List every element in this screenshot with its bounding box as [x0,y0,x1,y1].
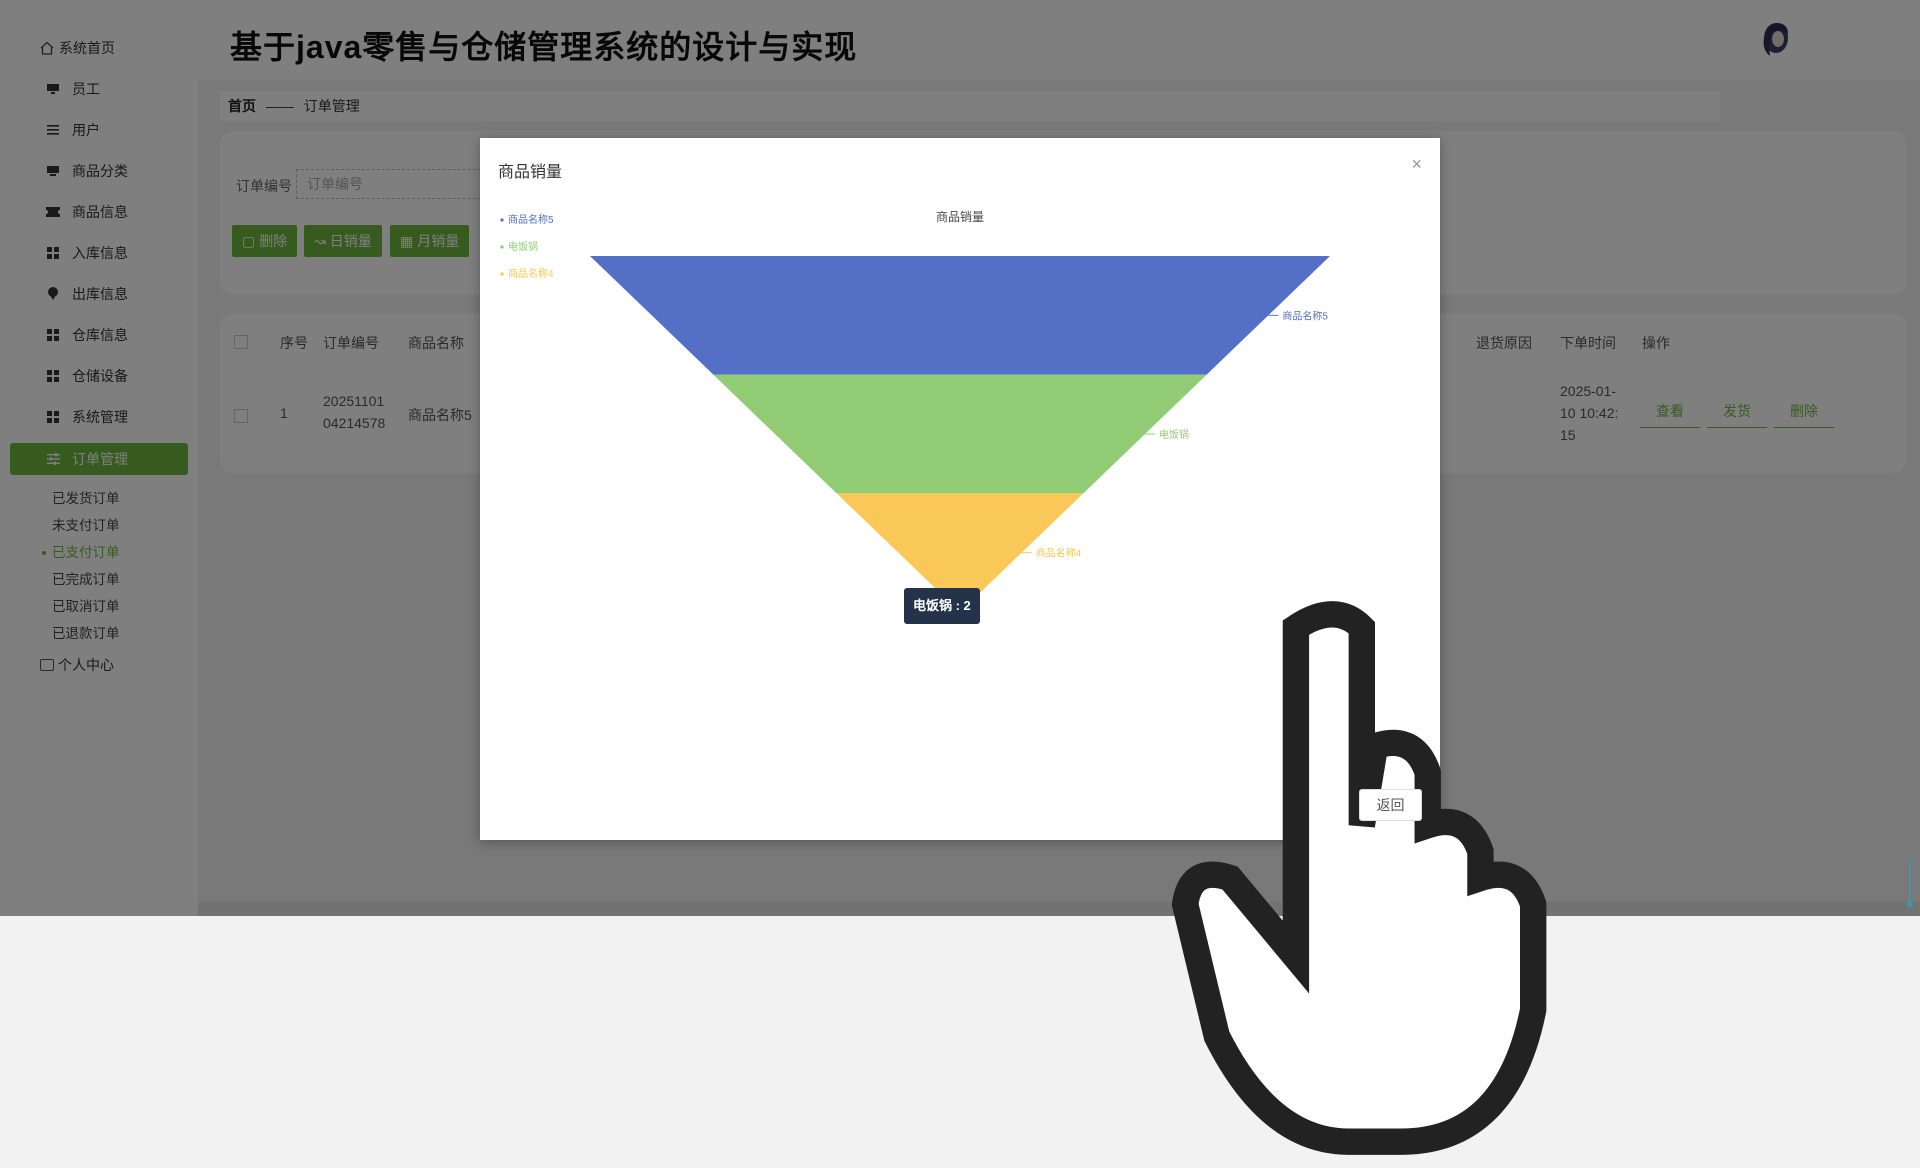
hand-cursor-icon [1171,601,1547,1155]
legend-marker[interactable] [500,245,504,249]
funnel-label: 商品名称5 [1282,309,1328,322]
chart-tooltip: 电饭锅 : 2 [904,588,980,624]
funnel-label: 电饭锅 [1159,428,1189,441]
funnel-segment-1[interactable] [590,256,1330,375]
dialog-title: 商品销量 [498,164,563,181]
chart-title: 商品销量 [936,209,984,224]
legend-item[interactable]: 电饭锅 [508,240,538,253]
legend-item[interactable]: 商品名称5 [508,213,554,226]
close-icon[interactable]: × [1411,154,1422,174]
legend-item[interactable]: 商品名称4 [508,267,554,280]
funnel-label: 商品名称4 [1036,547,1082,560]
legend-marker[interactable] [500,272,504,276]
back-button[interactable]: 返回 [1359,789,1422,821]
vertical-scrollbar[interactable] [1906,858,1914,908]
funnel-segment-3[interactable] [836,493,1084,612]
legend-marker[interactable] [500,218,504,222]
funnel-segment-2[interactable] [713,374,1207,494]
